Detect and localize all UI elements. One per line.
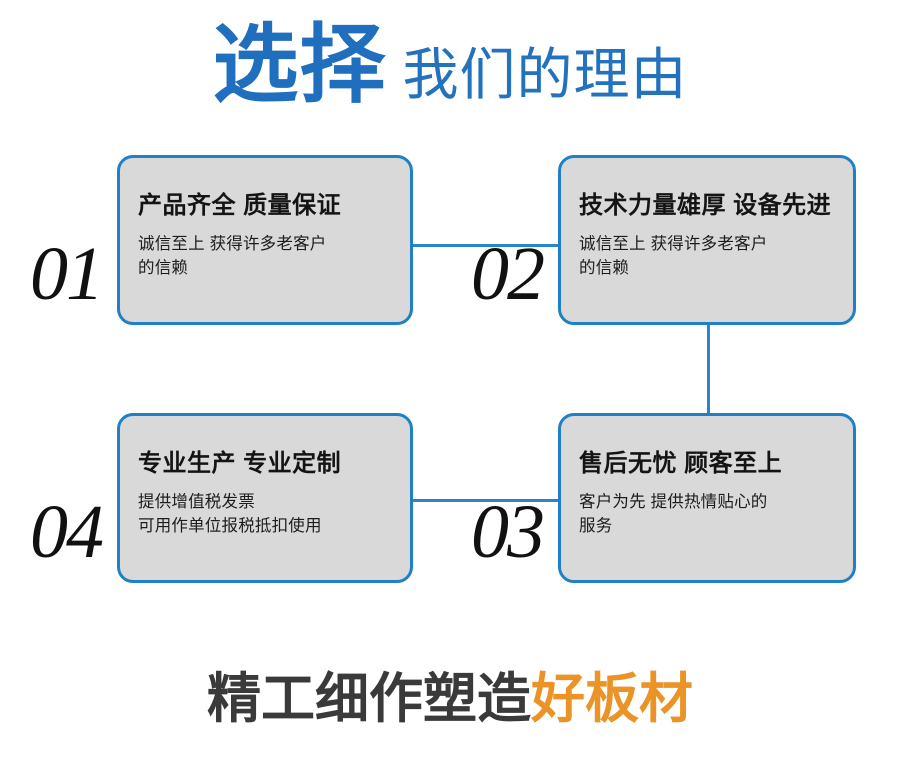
feature-card-04-description-line-2: 可用作单位报税抵扣使用 xyxy=(138,517,322,536)
connector-line-01-to-02 xyxy=(411,244,561,247)
page-title-emphasis: 选择 xyxy=(212,17,387,113)
feature-card-03-title: 售后无忧 顾客至上 xyxy=(579,450,783,477)
connector-line-04-to-03 xyxy=(411,499,561,502)
feature-card-03-description-line-1: 客户为先 提供热情贴心的 xyxy=(579,492,768,511)
feature-card-04-description-line-1: 提供增值税发票 xyxy=(138,492,255,511)
feature-card-03-content: 售后无忧 顾客至上 客户为先 提供热情贴心的 服务 xyxy=(561,416,853,539)
feature-card-04-description: 提供增值税发票 可用作单位报税抵扣使用 xyxy=(138,490,396,540)
feature-card-02: 技术力量雄厚 设备先进 诚信至上 获得许多老客户 的信赖 xyxy=(558,155,856,325)
feature-card-01-title: 产品齐全 质量保证 xyxy=(138,192,342,219)
feature-number-01: 01 xyxy=(30,232,104,316)
page-title-subtitle: 我们的理由 xyxy=(402,43,688,106)
feature-card-01-description-line-2: 的信赖 xyxy=(138,259,189,278)
footer-tagline: 精工细作塑造好板材 xyxy=(0,672,900,726)
feature-card-02-content: 技术力量雄厚 设备先进 诚信至上 获得许多老客户 的信赖 xyxy=(561,158,853,281)
feature-card-03-description-line-2: 服务 xyxy=(579,517,613,536)
feature-card-03: 售后无忧 顾客至上 客户为先 提供热情贴心的 服务 xyxy=(558,413,856,583)
feature-card-03-description: 客户为先 提供热情贴心的 服务 xyxy=(579,490,839,540)
feature-card-01-description-line-1: 诚信至上 获得许多老客户 xyxy=(138,234,327,253)
page-title: 选择 我们的理由 xyxy=(0,22,900,122)
connector-line-02-to-03 xyxy=(707,324,710,416)
feature-card-01: 产品齐全 质量保证 诚信至上 获得许多老客户 的信赖 xyxy=(117,155,413,325)
footer-tagline-primary: 精工细作塑造 xyxy=(207,669,531,729)
feature-card-01-content: 产品齐全 质量保证 诚信至上 获得许多老客户 的信赖 xyxy=(120,158,410,281)
feature-card-02-description: 诚信至上 获得许多老客户 的信赖 xyxy=(579,232,839,282)
feature-number-02: 02 xyxy=(471,232,545,316)
feature-card-02-description-line-1: 诚信至上 获得许多老客户 xyxy=(579,234,768,253)
feature-card-04: 专业生产 专业定制 提供增值税发票 可用作单位报税抵扣使用 xyxy=(117,413,413,583)
feature-card-04-title: 专业生产 专业定制 xyxy=(138,450,342,477)
feature-card-02-title: 技术力量雄厚 设备先进 xyxy=(579,192,832,219)
feature-card-02-description-line-2: 的信赖 xyxy=(579,259,630,278)
feature-card-01-description: 诚信至上 获得许多老客户 的信赖 xyxy=(138,232,396,282)
feature-number-04: 04 xyxy=(30,490,104,574)
feature-card-04-content: 专业生产 专业定制 提供增值税发票 可用作单位报税抵扣使用 xyxy=(120,416,410,539)
footer-tagline-accent: 好板材 xyxy=(531,669,693,729)
feature-number-03: 03 xyxy=(471,490,545,574)
